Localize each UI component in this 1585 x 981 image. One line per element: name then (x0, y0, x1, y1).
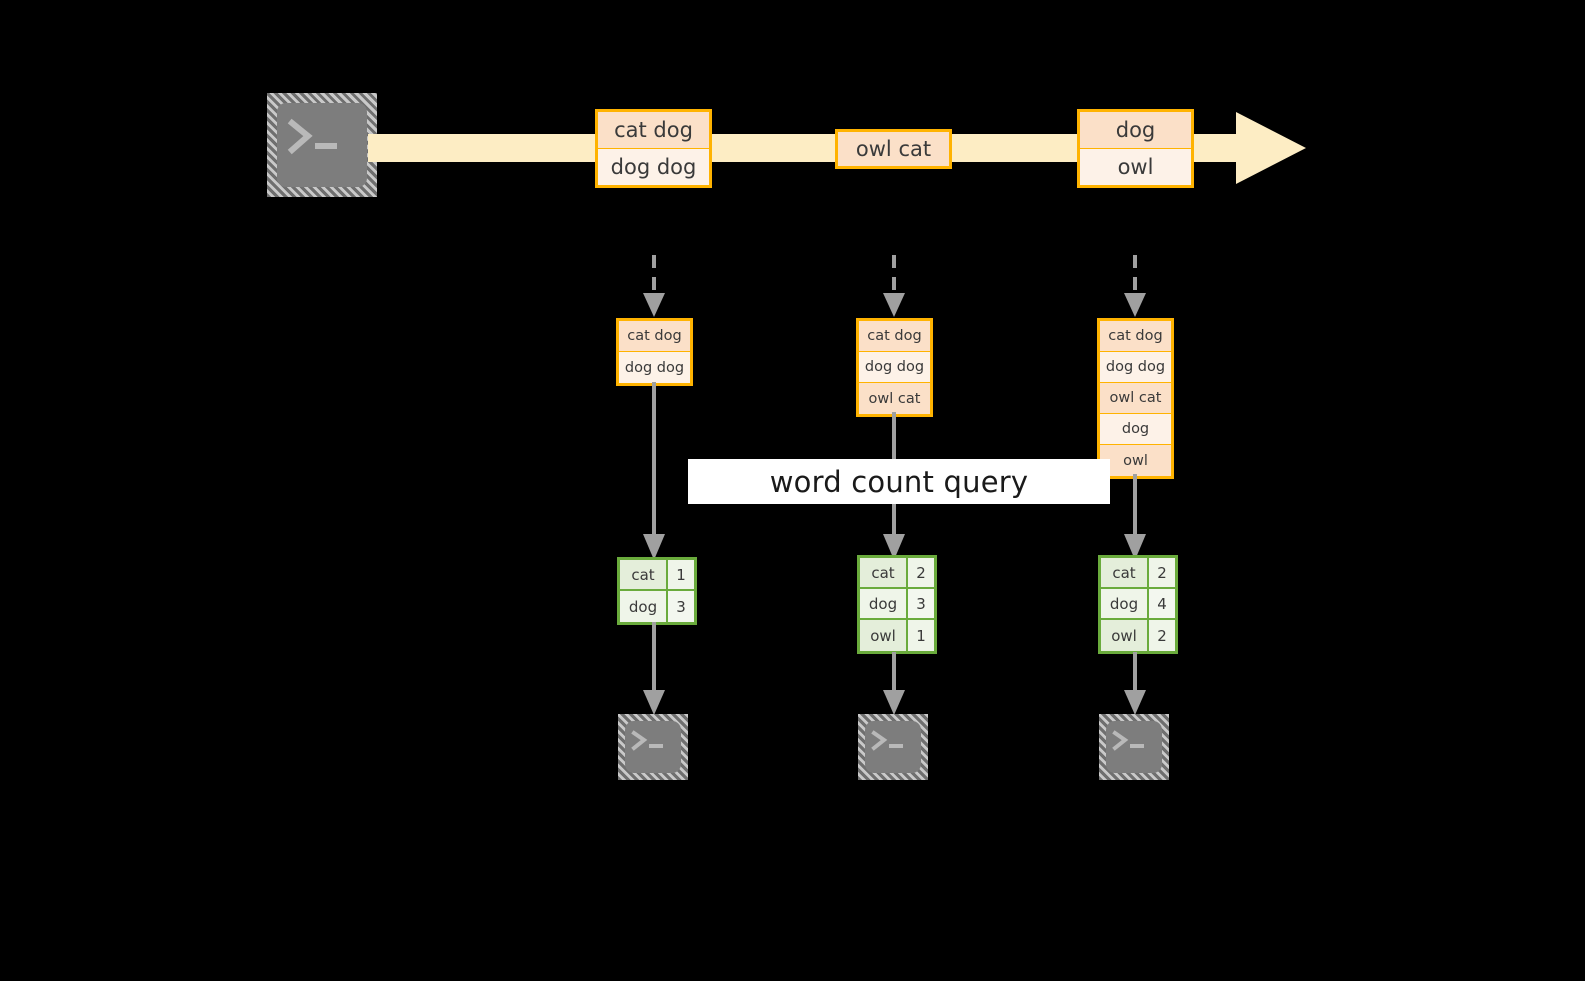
source-terminal-icon[interactable] (267, 93, 377, 197)
record-line: dog dog (859, 352, 930, 383)
sink-terminal-icon-3[interactable] (1099, 714, 1169, 780)
result-count: 4 (1149, 589, 1175, 618)
terminal-prompt-glyph (287, 118, 337, 155)
terminal-prompt-glyph (871, 730, 903, 751)
query-arrow-1 (640, 382, 668, 562)
record-line: cat dog (598, 112, 709, 149)
sink-terminal-icon-2[interactable] (858, 714, 928, 780)
sink-arrow-3 (1121, 652, 1149, 717)
record-line: owl cat (1100, 383, 1171, 414)
result-word: dog (620, 591, 668, 622)
snapshot-2-result[interactable]: cat 2 dog 3 owl 1 (857, 555, 937, 654)
dashed-connector-1 (640, 255, 668, 320)
sink-terminal-icon-1[interactable] (618, 714, 688, 780)
table-row: dog 3 (860, 589, 934, 620)
result-count: 1 (668, 560, 694, 589)
snapshot-2-input[interactable]: cat dog dog dog owl cat (856, 318, 933, 417)
result-count: 2 (1149, 620, 1175, 651)
result-count: 2 (1149, 558, 1175, 587)
table-row: dog 3 (620, 591, 694, 622)
record-line: owl cat (859, 383, 930, 414)
record-line: cat dog (859, 321, 930, 352)
snapshot-1-result[interactable]: cat 1 dog 3 (617, 557, 697, 625)
query-arrow-3 (1121, 474, 1149, 562)
result-count: 3 (668, 591, 694, 622)
table-row: owl 2 (1101, 620, 1175, 651)
snapshot-1-input[interactable]: cat dog dog dog (616, 318, 693, 386)
record-line: owl (1080, 148, 1191, 185)
query-label-text: word count query (769, 464, 1029, 499)
record-line: owl (1100, 445, 1171, 476)
stream-record-2[interactable]: owl cat (835, 129, 952, 169)
sink-arrow-2 (880, 652, 908, 717)
terminal-prompt-glyph (1112, 730, 1144, 751)
result-count: 1 (908, 620, 934, 651)
record-line: owl cat (838, 132, 949, 166)
table-row: cat 2 (1101, 558, 1175, 589)
table-row: cat 2 (860, 558, 934, 589)
result-word: cat (1101, 558, 1149, 587)
record-line: dog (1080, 112, 1191, 149)
table-row: dog 4 (1101, 589, 1175, 620)
result-word: owl (860, 620, 908, 651)
sink-arrow-1 (640, 622, 668, 717)
result-word: cat (620, 560, 668, 589)
dashed-connector-2 (880, 255, 908, 320)
result-word: owl (1101, 620, 1149, 651)
result-word: dog (860, 589, 908, 618)
terminal-prompt-glyph (631, 730, 663, 751)
record-line: cat dog (1100, 321, 1171, 352)
stream-record-1[interactable]: cat dog dog dog (595, 109, 712, 188)
result-count: 3 (908, 589, 934, 618)
stream-record-3[interactable]: dog owl (1077, 109, 1194, 188)
snapshot-3-input[interactable]: cat dog dog dog owl cat dog owl (1097, 318, 1174, 479)
record-line: cat dog (619, 321, 690, 352)
record-line: dog (1100, 414, 1171, 445)
result-word: dog (1101, 589, 1149, 618)
query-label-band: word count query (688, 459, 1110, 504)
record-line: dog dog (598, 148, 709, 185)
table-row: owl 1 (860, 620, 934, 651)
snapshot-3-result[interactable]: cat 2 dog 4 owl 2 (1098, 555, 1178, 654)
record-line: dog dog (1100, 352, 1171, 383)
dashed-connector-3 (1121, 255, 1149, 320)
table-row: cat 1 (620, 560, 694, 591)
result-word: cat (860, 558, 908, 587)
record-line: dog dog (619, 352, 690, 383)
result-count: 2 (908, 558, 934, 587)
